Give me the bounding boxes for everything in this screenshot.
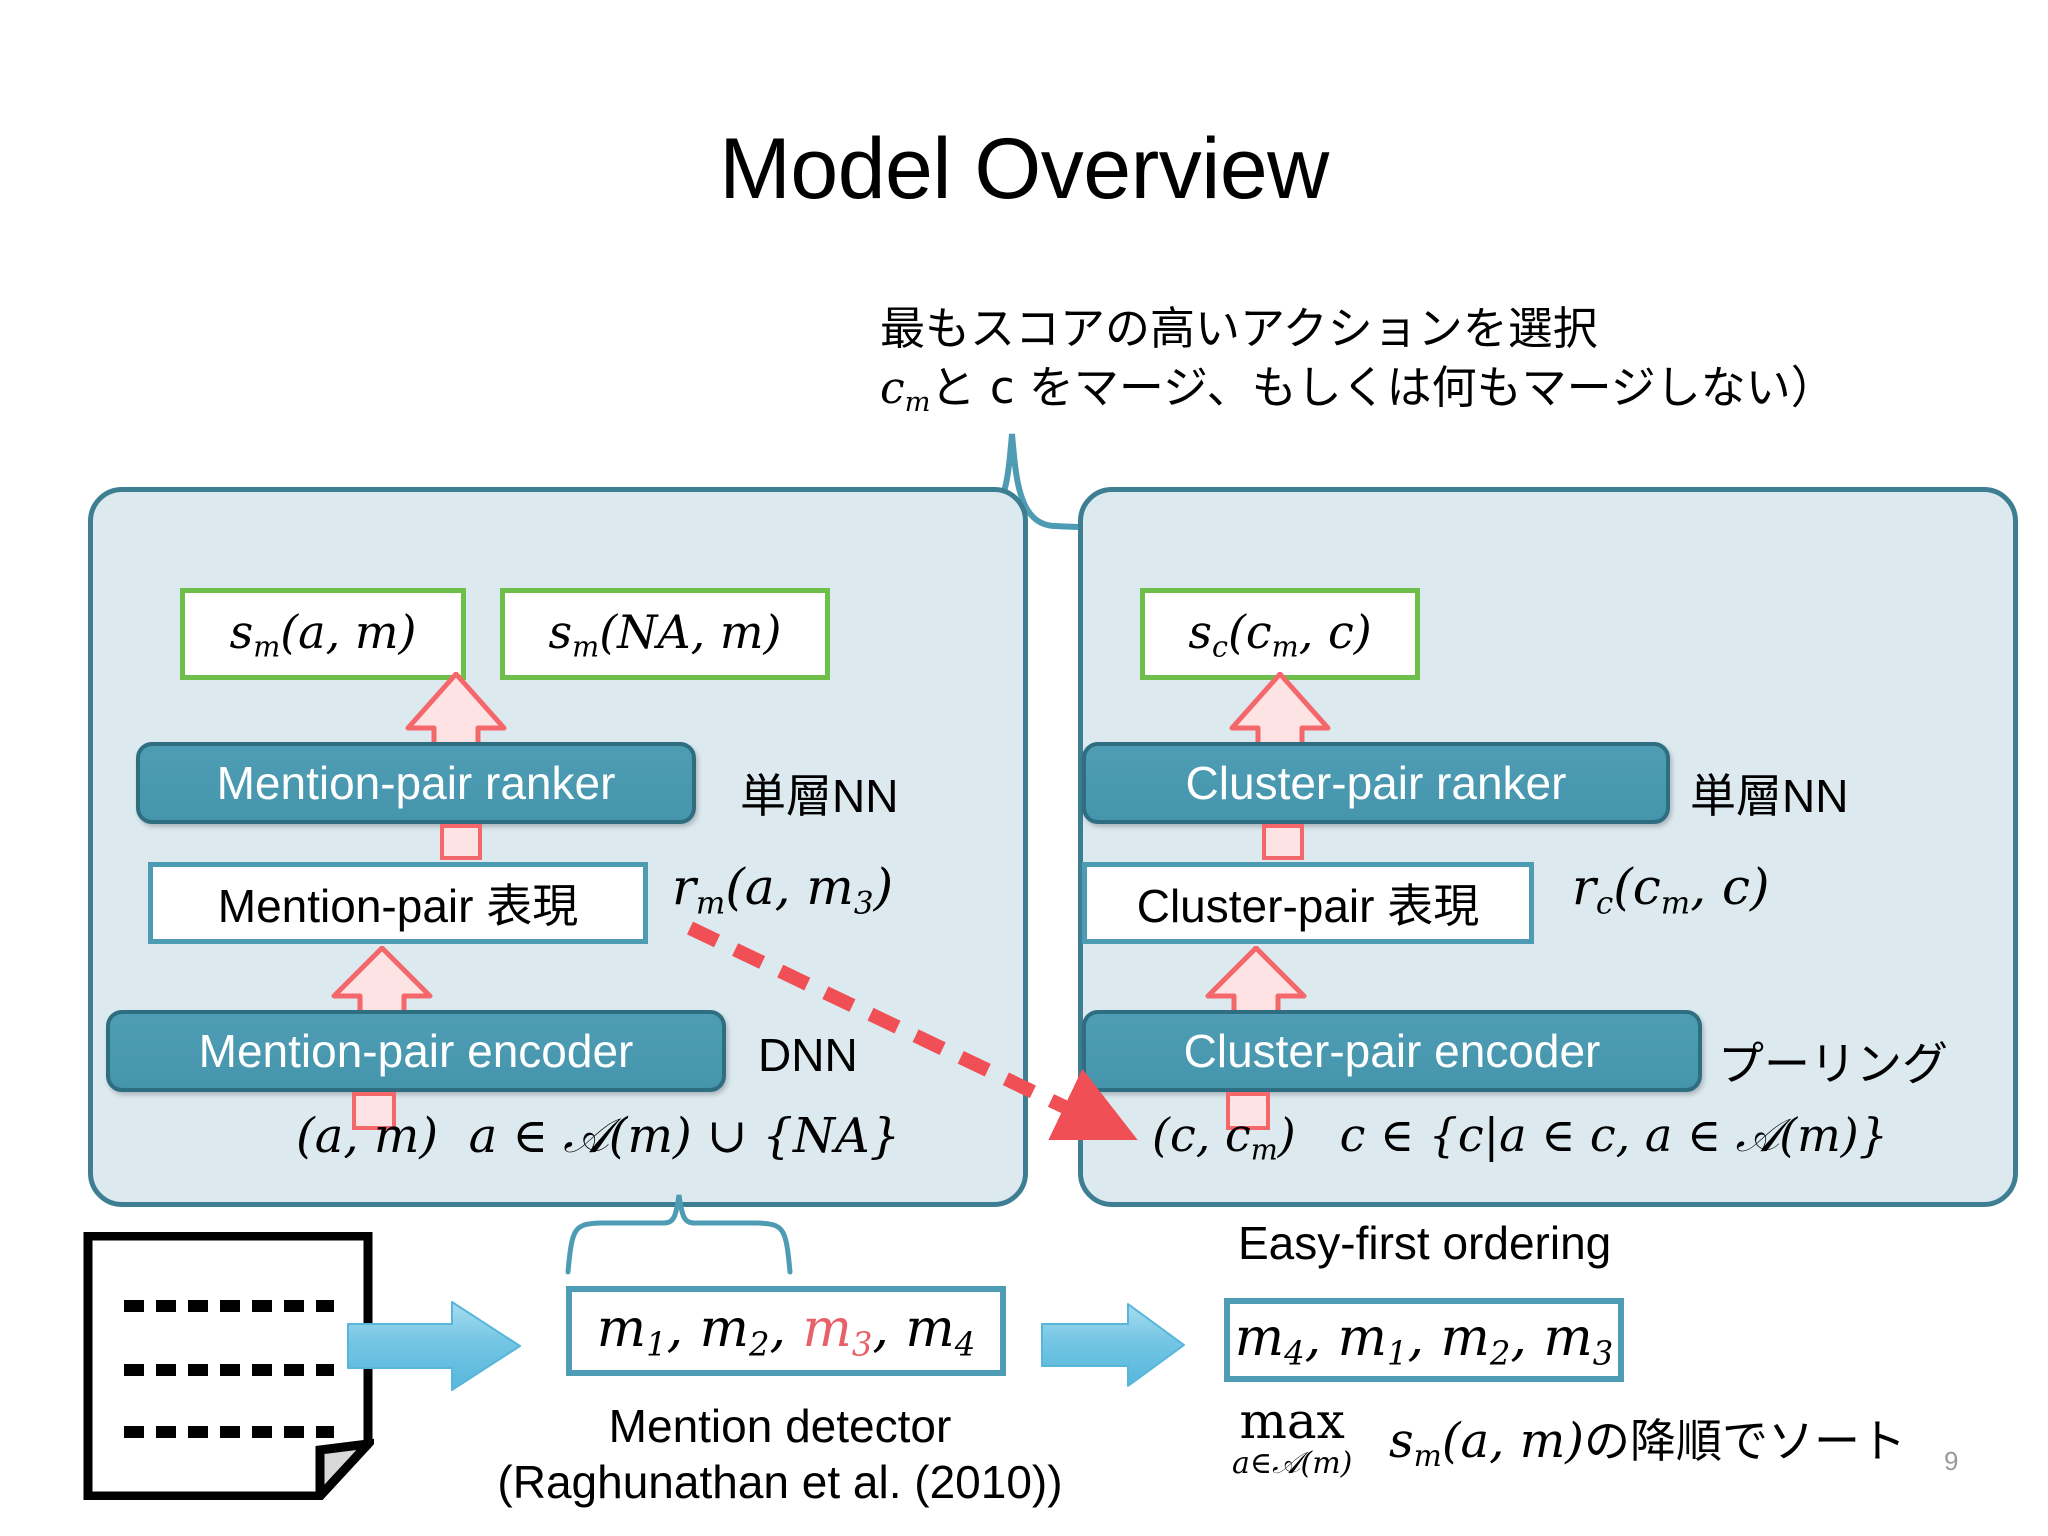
- mention-list-box-unordered: m1, m2, m3, m4: [566, 1286, 1006, 1376]
- pink-stub-right-1: [1262, 824, 1304, 860]
- score-formula-sm-am: sm(a, m): [229, 604, 417, 664]
- annotation-cm-symbol: cm: [880, 362, 931, 418]
- caption-mention-detector-line1: Mention detector: [608, 1400, 952, 1452]
- pink-stub-right-2: [1226, 1092, 1270, 1130]
- formula-rm-a-m3: rm(a, m3): [672, 858, 894, 922]
- slide-number: 9: [1944, 1446, 1959, 1476]
- caption-mention-detector: Mention detector (Raghunathan et al. (20…: [420, 1398, 1140, 1510]
- score-formula-sc-cmc: sc(cm, c): [1188, 604, 1372, 664]
- top-annotation-line1: 最もスコアの高いアクションを選択: [880, 303, 1598, 354]
- max-subscript: a∈𝒜(m): [1232, 1445, 1353, 1481]
- document-icon: [83, 1232, 374, 1500]
- module-cluster-pair-representation: Cluster-pair 表現: [1082, 862, 1534, 944]
- score-box-sm-na-m: sm(NA, m): [500, 588, 830, 680]
- blue-right-arrow-2: [1041, 1303, 1185, 1387]
- label-dnn: DNN: [758, 1029, 858, 1081]
- max-operator: max a∈𝒜(m): [1232, 1392, 1353, 1481]
- label-single-layer-nn-left: 単層NN: [740, 770, 899, 822]
- label-easy-first-ordering: Easy-first ordering: [1238, 1217, 1612, 1269]
- page-title: Model Overview: [719, 121, 1329, 217]
- annotation-line2-rest: と c をマージ、もしくは何もマージしない）: [930, 360, 1836, 414]
- formula-sort-descending: max a∈𝒜(m) sm(a, m)の降順でソート: [1232, 1392, 1906, 1481]
- mention-list-box-ordered: m4, m1, m2, m3: [1224, 1298, 1624, 1382]
- blue-right-arrow-1: [347, 1301, 521, 1391]
- pink-stub-left-2: [352, 1092, 396, 1130]
- pink-arrow-up-right-2: [1205, 946, 1307, 1016]
- score-box-sc-cm-c: sc(cm, c): [1140, 588, 1420, 680]
- pink-stub-left-1: [440, 824, 482, 860]
- formula-input-pair-left: (a, m) a ∈ 𝒜(m) ∪ {NA}: [296, 1108, 901, 1164]
- mention-list-1-formula: m1, m2, m3, m4: [596, 1298, 976, 1364]
- label-pooling: プーリング: [1718, 1038, 1948, 1090]
- label-single-layer-nn-right: 単層NN: [1690, 770, 1849, 822]
- top-annotation: 最もスコアの高いアクションを選択 cmと c をマージ、もしくは何もマージしない…: [880, 300, 1836, 420]
- module-mention-pair-representation: Mention-pair 表現: [148, 862, 648, 944]
- mention-brace: [565, 1194, 793, 1275]
- red-dashed-arrow: [686, 921, 1140, 1140]
- module-cluster-pair-ranker[interactable]: Cluster-pair ranker: [1082, 742, 1670, 824]
- top-annotation-line2: cmと c をマージ、もしくは何もマージしない）: [880, 359, 1836, 421]
- pink-arrow-up-left-2: [331, 946, 433, 1016]
- score-formula-sm-nam: sm(NA, m): [548, 604, 782, 664]
- score-box-sm-a-m: sm(a, m): [180, 588, 466, 680]
- mention-list-2-formula: m4, m1, m2, m3: [1234, 1307, 1614, 1373]
- sort-formula-rest: sm(a, m)の降順でソート: [1388, 1412, 1906, 1474]
- module-cluster-pair-encoder[interactable]: Cluster-pair encoder: [1082, 1010, 1702, 1092]
- caption-mention-detector-line2: (Raghunathan et al. (2010)): [497, 1456, 1063, 1509]
- formula-rc-cm-c: rc(cm, c): [1572, 858, 1770, 922]
- module-mention-pair-ranker[interactable]: Mention-pair ranker: [136, 742, 696, 824]
- formula-input-pair-right: (c, cm) c ∈ {c|a ∈ c, a ∈ 𝒜(m)}: [1152, 1108, 1888, 1167]
- module-mention-pair-encoder[interactable]: Mention-pair encoder: [106, 1010, 726, 1092]
- pink-arrow-up-left-1: [405, 672, 507, 750]
- pink-arrow-up-right-1: [1229, 672, 1331, 750]
